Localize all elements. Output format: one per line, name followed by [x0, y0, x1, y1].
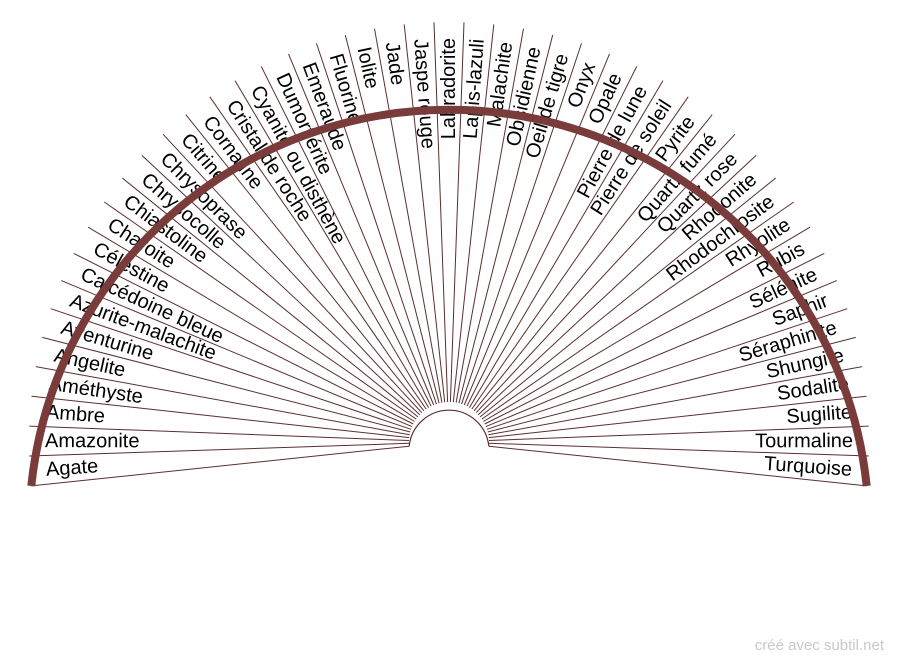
divider-line [73, 252, 414, 425]
divider-line [488, 445, 867, 487]
divider-line [488, 425, 869, 441]
sector-label: Amazonite [45, 430, 140, 452]
sector-label: Jaspe rouge [409, 38, 439, 149]
divider-line [29, 425, 410, 441]
divider-line [185, 114, 425, 412]
divider-line [316, 43, 437, 405]
divider-line [484, 252, 825, 425]
divider-line [449, 22, 465, 403]
divider-line [260, 66, 432, 407]
sector-dividers [29, 22, 869, 487]
divider-line [475, 133, 736, 414]
outer-arc [27, 105, 871, 487]
sector-label: Sugilite [786, 401, 853, 428]
divider-line [485, 280, 837, 428]
divider-line [473, 114, 713, 412]
divider-line [209, 96, 427, 410]
divider-line [466, 66, 638, 407]
divider-line [234, 80, 430, 408]
divider-line [433, 22, 449, 403]
divider-line [481, 201, 794, 420]
divider-line [35, 366, 410, 436]
divider-line [486, 308, 848, 430]
credit-text: créé avec subtil.net [754, 637, 884, 654]
sector-labels: AgateAmazoniteAmbreAméthysteAngeliteAven… [45, 38, 853, 481]
divider-line [31, 445, 410, 487]
sector-label: Jade [381, 41, 409, 87]
divider-line [29, 442, 410, 457]
divider-line [50, 308, 412, 430]
sector-label: Agate [45, 455, 99, 481]
divider-line [61, 280, 413, 428]
divider-line [488, 442, 869, 457]
divider-line [488, 395, 867, 439]
divider-line [461, 43, 582, 405]
divider-line [288, 53, 435, 406]
divider-line [344, 34, 440, 404]
divider-line [483, 226, 811, 422]
divider-line [374, 28, 443, 403]
divider-line [458, 34, 554, 404]
sector-label: Labradorite [438, 38, 460, 139]
sector-label: Ambre [45, 401, 105, 427]
divider-line [87, 226, 415, 422]
divider-line [463, 53, 610, 406]
divider-line [488, 366, 863, 436]
divider-line [452, 24, 495, 403]
inner-hub-arc [408, 409, 490, 447]
sector-label: Tourmaline [755, 430, 853, 452]
divider-line [487, 336, 856, 433]
divider-line [104, 201, 417, 420]
divider-line [455, 28, 524, 403]
divider-line [471, 96, 689, 410]
divider-line [162, 133, 423, 414]
divider-line [31, 395, 410, 439]
divider-line [403, 24, 446, 403]
divider-line [42, 336, 411, 433]
divider-line [468, 80, 664, 408]
